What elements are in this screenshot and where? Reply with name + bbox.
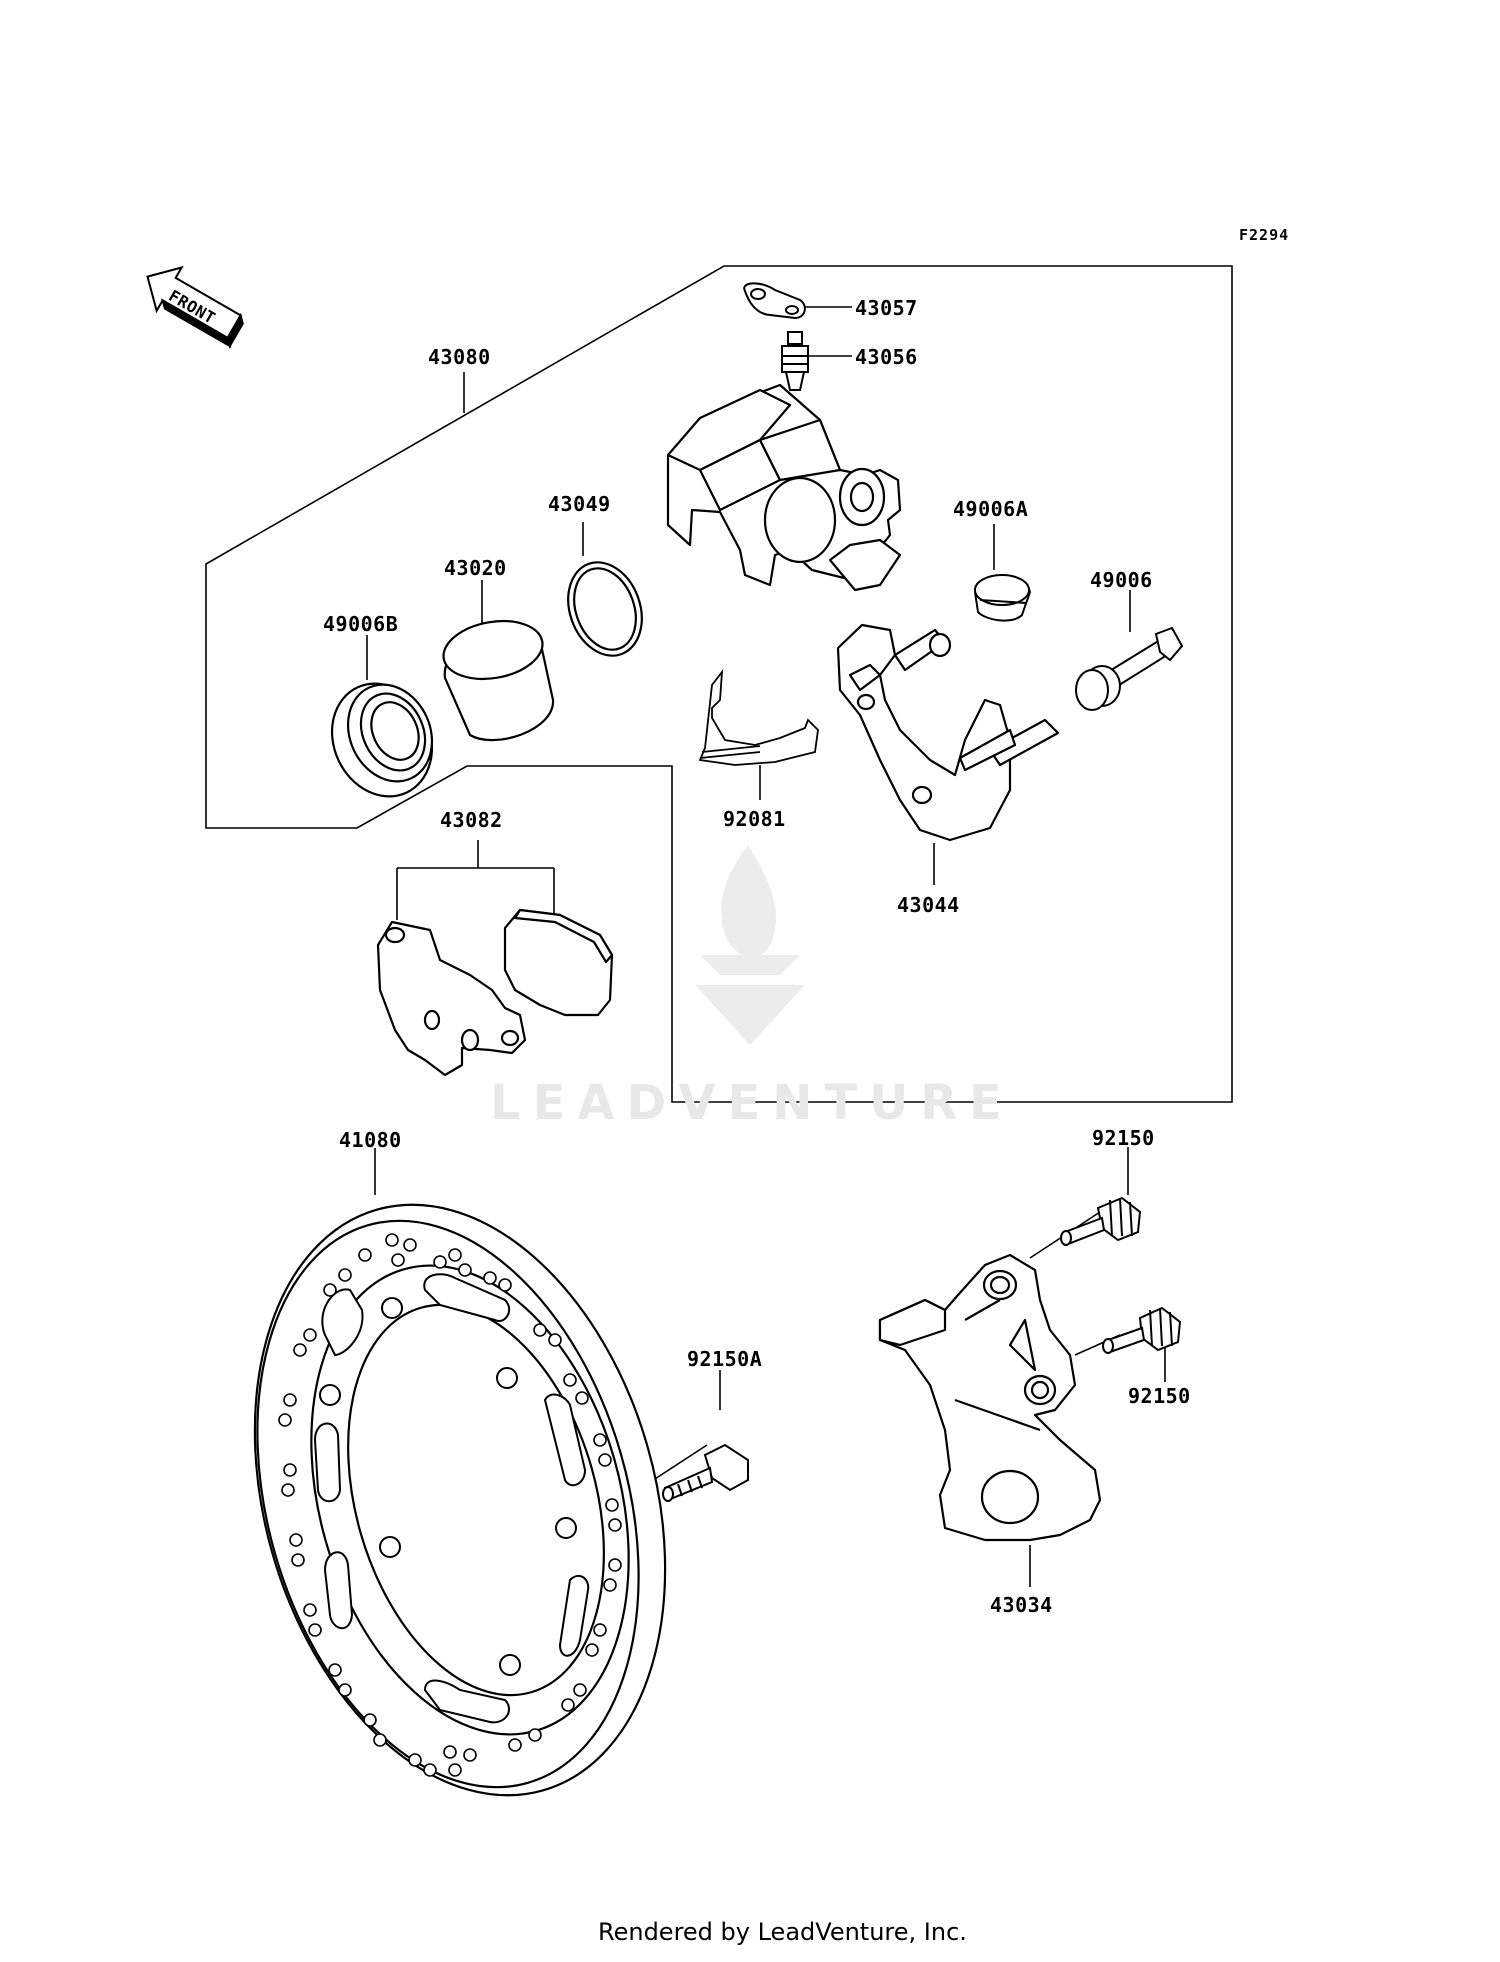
- label-43082: 43082: [440, 808, 503, 832]
- label-43057: 43057: [855, 296, 918, 320]
- label-92150-mid: 92150: [1128, 1384, 1191, 1408]
- label-92150-top: 92150: [1092, 1126, 1155, 1150]
- caliper-assembly-outline: [206, 266, 1232, 1102]
- watermark-text: LEADVENTURE: [490, 1075, 1014, 1131]
- bleeder-cap-43057: [744, 283, 805, 318]
- caliper-bracket-43044: [838, 625, 1058, 840]
- label-41080: 41080: [339, 1128, 402, 1152]
- label-43056: 43056: [855, 345, 918, 369]
- label-43020: 43020: [444, 556, 507, 580]
- figure-code: F2294: [1239, 226, 1290, 244]
- footer-credit: Rendered by LeadVenture, Inc.: [598, 1918, 967, 1946]
- bracket-bolt-92150-mid: [1103, 1308, 1180, 1353]
- label-43034: 43034: [990, 1593, 1053, 1617]
- brake-disc-41080: [189, 1156, 730, 1844]
- caliper-body: [668, 385, 900, 590]
- pin-bolt-49006: [1076, 628, 1182, 710]
- seal-ring-43049: [556, 552, 655, 666]
- caliper-mount-bracket-43034: [880, 1255, 1100, 1540]
- pad-spring-92081: [700, 672, 818, 765]
- leadventure-watermark-logo: [695, 845, 805, 1045]
- brake-pads-43082: [378, 910, 612, 1075]
- label-92081: 92081: [723, 807, 786, 831]
- label-43049: 43049: [548, 492, 611, 516]
- label-92150A: 92150A: [687, 1347, 763, 1371]
- piston-43020: [439, 614, 553, 740]
- label-49006: 49006: [1090, 568, 1153, 592]
- label-49006A: 49006A: [953, 497, 1029, 521]
- label-43080: 43080: [428, 345, 491, 369]
- label-49006B: 49006B: [323, 612, 399, 636]
- bracket-bolt-92150-top: [1061, 1198, 1140, 1245]
- front-arrow-icon: [135, 255, 252, 351]
- disc-bolt-92150A: [663, 1445, 748, 1501]
- label-43044: 43044: [897, 893, 960, 917]
- bleeder-valve-43056: [782, 332, 808, 390]
- pin-boot-49006A: [975, 575, 1030, 621]
- dust-boot-49006B: [314, 667, 450, 813]
- leader-lines: [367, 307, 1165, 1587]
